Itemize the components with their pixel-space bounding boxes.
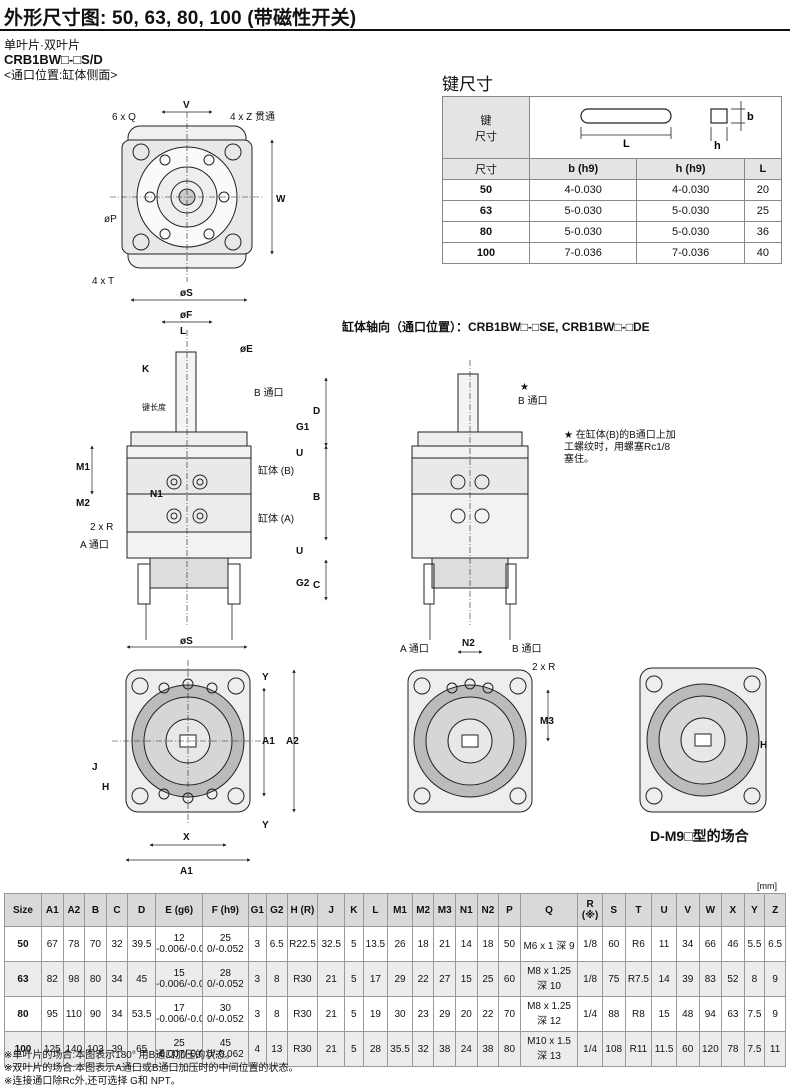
svg-text:B: B (313, 492, 320, 503)
svg-text:6 x Q: 6 x Q (112, 112, 136, 123)
subtitle-port-position: <通口位置:缸体侧面> (4, 68, 118, 82)
svg-text:2 x R: 2 x R (532, 662, 555, 673)
key-dimensions-table: 键尺寸 L b h 尺寸 b (h9) h (h9) L 5 (442, 96, 783, 264)
svg-text:M2: M2 (76, 498, 90, 509)
svg-text:V: V (183, 100, 190, 111)
key-header-size: 尺寸 (442, 158, 530, 180)
svg-text:缸体 (A): 缸体 (A) (258, 512, 294, 525)
subtitle-model: CRB1BW□-□S/D (4, 52, 103, 67)
page-title: 外形尺寸图: 50, 63, 80, 100 (带磁性开关) (4, 8, 357, 29)
key-header-L: L (743, 158, 783, 180)
svg-text:øP: øP (104, 214, 117, 225)
svg-text:B 通口: B 通口 (518, 395, 547, 407)
subtitle-type: 单叶片·双叶片 (4, 38, 80, 52)
bottom-view-drawing (112, 660, 296, 862)
top-view-drawing (110, 110, 274, 282)
svg-text:K: K (142, 364, 150, 375)
svg-text:Y: Y (262, 820, 269, 831)
drawing-labels: 6 x Q V 4 x Z 贯通 W øP 4 x T øS øF L øE K… (76, 100, 767, 877)
svg-text:L: L (180, 326, 186, 337)
key-diagram-cell: L b h (529, 96, 782, 159)
svg-text:C: C (313, 580, 320, 591)
svg-text:B 通口: B 通口 (254, 387, 283, 399)
axial-bottom-view-drawing (407, 650, 550, 813)
svg-text:øE: øE (240, 344, 253, 355)
key-dimensions-title: 键尺寸 (442, 75, 493, 94)
svg-text:4 x Z 贯通: 4 x Z 贯通 (230, 111, 275, 123)
header-rule (0, 29, 790, 31)
svg-text:N2: N2 (462, 638, 475, 649)
svg-text:B 通口: B 通口 (512, 643, 541, 655)
svg-text:A 通口: A 通口 (80, 539, 109, 551)
svg-text:X: X (183, 832, 190, 843)
svg-text:W: W (276, 194, 286, 205)
svg-text:H: H (760, 740, 767, 751)
svg-text:G1: G1 (296, 422, 310, 433)
svg-text:M1: M1 (76, 462, 90, 473)
footnote-double-vane: ※双叶片的场合:本图表示A通口或B通口加压时的中间位置的状态。 (4, 1063, 299, 1074)
svg-text:øS: øS (180, 288, 193, 299)
footnote-single-vane: ※单叶片的场合:本图表示180° 用B通口加压的状态。 (4, 1050, 236, 1061)
svg-text:U: U (296, 546, 303, 557)
svg-text:U: U (296, 448, 303, 459)
svg-text:2 x R: 2 x R (90, 522, 113, 533)
page-header: 外形尺寸图: 50, 63, 80, 100 (带磁性开关) (0, 0, 790, 32)
svg-text:A2: A2 (286, 736, 299, 747)
svg-text:L: L (623, 138, 630, 150)
svg-text:H: H (102, 782, 109, 793)
svg-text:Y: Y (262, 672, 269, 683)
axial-port-label: 缸体轴向（通口位置）：CRB1BW□-□SE, CRB1BW□-□DE (342, 320, 650, 334)
key-corner-cell: 键尺寸 (442, 96, 530, 159)
svg-text:M3: M3 (540, 716, 554, 727)
svg-text:D: D (313, 406, 320, 417)
star-note: ★ 在缸体(B)的B通口上加 工螺纹时，用螺塞Rc1/8 塞住。 (564, 430, 676, 465)
svg-text:缸体 (B): 缸体 (B) (258, 464, 294, 477)
key-diagram: L b h (579, 101, 754, 152)
dm9-view-drawing (639, 667, 767, 813)
svg-text:G2: G2 (296, 578, 310, 589)
footnote-ports: ※连接通口除Rc外,还可选择 G和 NPT。 (4, 1076, 181, 1087)
technical-drawings: 6 x Q V 4 x Z 贯通 W øP 4 x T øS øF L øE K… (76, 100, 767, 877)
svg-text:★: ★ (520, 382, 529, 393)
side-view-drawing (90, 298, 328, 649)
key-header-b: b (h9) (528, 158, 638, 180)
svg-text:A 通口: A 通口 (400, 643, 429, 655)
svg-text:øS: øS (180, 636, 193, 647)
svg-text:b: b (747, 111, 754, 123)
unit-label: [mm] (757, 881, 777, 891)
svg-text:4 x T: 4 x T (92, 276, 114, 287)
svg-text:øF: øF (180, 310, 192, 321)
dm9-caption: D-M9□型的场合 (650, 828, 749, 844)
svg-text:N1: N1 (150, 489, 163, 500)
axial-side-view-drawing (411, 360, 529, 640)
svg-text:A1: A1 (262, 736, 275, 747)
svg-text:键长度: 键长度 (142, 402, 166, 412)
svg-text:J: J (92, 762, 98, 773)
svg-text:A1: A1 (180, 866, 193, 877)
svg-text:h: h (714, 140, 721, 152)
